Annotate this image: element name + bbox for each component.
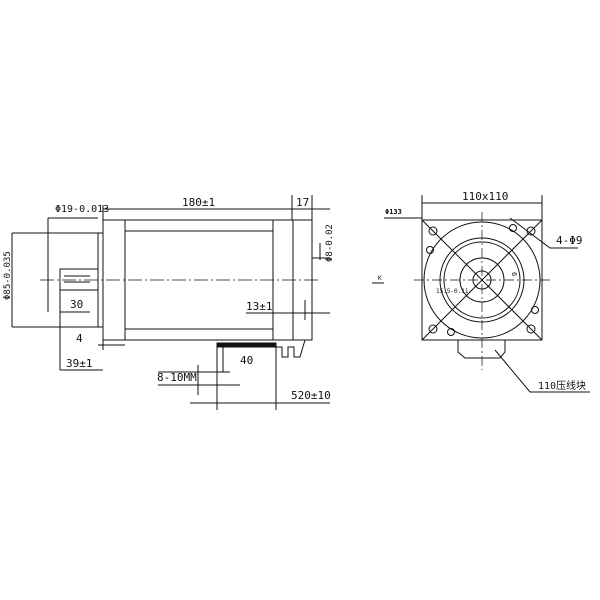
key-width-label: 6 <box>510 272 518 276</box>
length-label: 180±1 <box>182 196 215 209</box>
rear-offset-label: 13±1 <box>246 300 273 313</box>
cable-strip-label: 40 <box>240 354 253 367</box>
side-view <box>11 195 330 410</box>
mount-hole <box>428 226 438 236</box>
key-dim-label: 15.5-0.11 <box>436 288 469 295</box>
mount-hole <box>428 324 438 334</box>
front-view <box>372 195 590 393</box>
cable-diameter-label: 8-10MM <box>157 371 197 384</box>
holes-label: 4-Φ9 <box>556 234 583 247</box>
flange-diameter-label: Φ85-0.035 <box>3 251 13 300</box>
shaft-diameter-label: Φ19-0.013 <box>55 204 109 215</box>
rear-shaft-diameter-label: Φ8-0.02 <box>325 224 335 262</box>
side-view-labels: 180±1 17 Φ19-0.013 Φ85-0.035 Φ8-0.02 30 … <box>3 196 335 402</box>
connector <box>276 339 306 358</box>
front-view-labels: 110x110 Φ133 4-Φ9 K 15.5-0.11 6 110压线块 <box>378 190 586 392</box>
shaft <box>59 268 99 291</box>
bolt-circle-label: Φ133 <box>385 208 402 216</box>
mount-hole <box>526 324 536 334</box>
terminal-block <box>457 340 506 359</box>
flange-thickness-label: 4 <box>76 332 83 345</box>
size-label: 110x110 <box>462 190 508 203</box>
shaft-length-label: 30 <box>70 298 83 311</box>
rear-length-label: 17 <box>296 196 309 209</box>
terminal-block-label: 110压线块 <box>538 379 586 392</box>
cable-bar <box>216 342 277 348</box>
shaft-extension-label: 39±1 <box>66 357 93 370</box>
cable-length-label: 520±10 <box>291 389 331 402</box>
section-mark: K <box>378 275 382 282</box>
